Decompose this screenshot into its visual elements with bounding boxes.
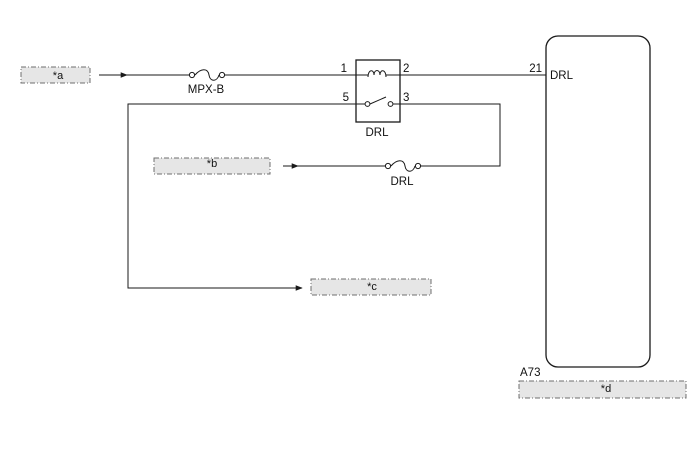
fuse-mpx-b: MPX-B: [188, 69, 226, 96]
relay-switch-icon: [369, 96, 387, 105]
fuse-drl: DRL: [384, 160, 422, 188]
relay-name: DRL: [365, 127, 389, 139]
ecu-connector-code: A73: [520, 367, 540, 379]
ecu-pin-name: DRL: [550, 70, 574, 82]
ecu-pin-number: 21: [529, 63, 542, 75]
label-b-text: *b: [207, 158, 217, 170]
relay-coil-icon: [367, 70, 387, 78]
label-d: *d: [518, 380, 687, 399]
relay-pin-3: 3: [403, 92, 409, 104]
label-a-text: *a: [53, 70, 64, 82]
label-b: *b: [153, 157, 271, 175]
wire-relay-pin5-to-c: [127, 103, 356, 289]
ecu-a73: 21 DRL A73: [520, 35, 651, 379]
wire-relay-pin3-to-drl-fuse: [400, 103, 501, 167]
fuse-mpx-b-label: MPX-B: [188, 84, 225, 96]
label-c-text: *c: [367, 281, 377, 293]
relay-pin-1: 1: [341, 63, 347, 75]
drl-relay: 1 2 5 3 DRL: [341, 59, 409, 139]
relay-pin-5: 5: [343, 92, 349, 104]
label-d-text: *d: [601, 383, 611, 395]
relay-pin-2: 2: [403, 63, 409, 75]
fuse-drl-label: DRL: [390, 176, 414, 188]
label-c: *c: [310, 278, 432, 296]
label-a: *a: [20, 66, 91, 84]
